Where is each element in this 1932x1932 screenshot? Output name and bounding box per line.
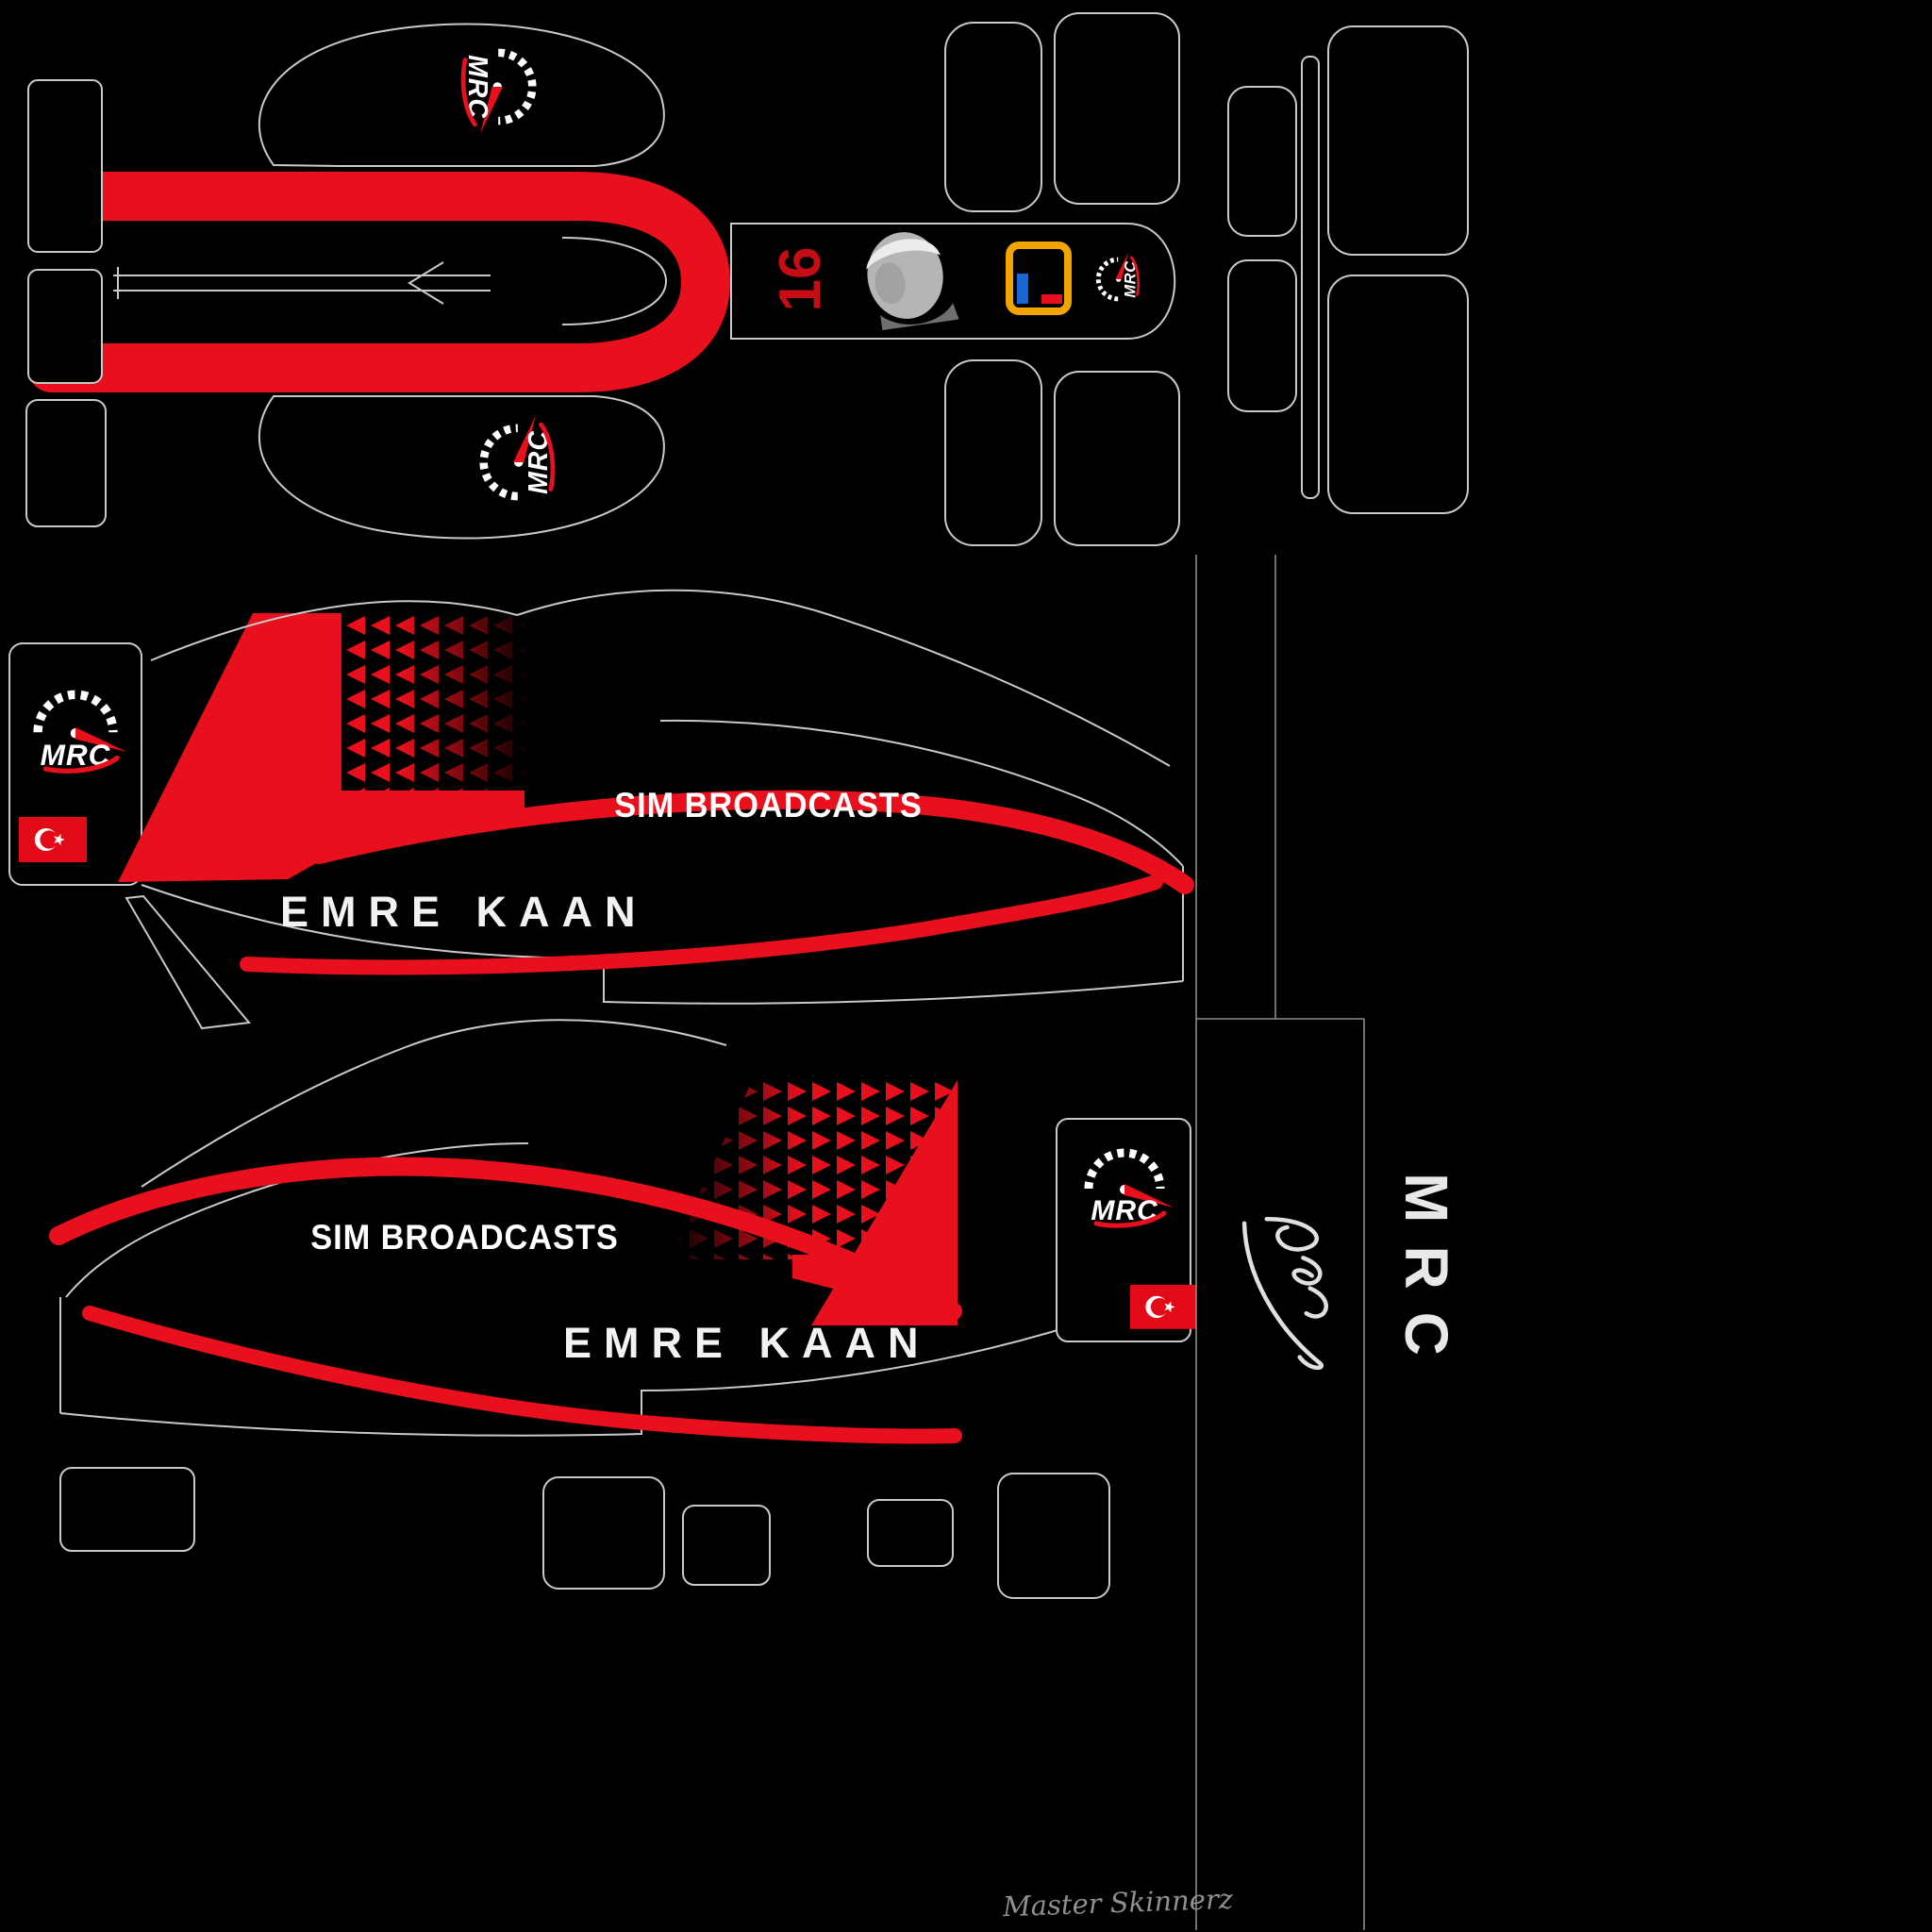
sponsor-text-lower: SIM BROADCASTS: [310, 1218, 619, 1257]
red-solid-taper: [792, 1255, 958, 1321]
cockpit-outline: [561, 237, 668, 325]
red-swoosh-upper: [309, 790, 1194, 894]
svg-text:MRC: MRC: [1122, 260, 1139, 298]
mrc-logo: MRC: [1089, 1153, 1174, 1228]
chassis-spine: [113, 267, 491, 299]
turkish-flag-icon: [19, 817, 87, 862]
floor-half-lower: [258, 395, 665, 540]
sponsor-text-upper: SIM BROADCASTS: [614, 786, 923, 824]
red-horseshoe-stripe: [27, 172, 731, 392]
car-number: 16: [767, 246, 833, 312]
side-view-lower: MRC: [49, 1019, 1197, 1599]
side-view-upper: MRC: [8, 589, 1194, 1030]
orange-frame-sponsor-logo-icon: [1006, 242, 1072, 315]
turkish-flag-icon: [1130, 1285, 1197, 1329]
floor-half-upper: [258, 23, 665, 167]
red-swoosh-lower: [240, 874, 1163, 975]
signature-script-icon: [1241, 1216, 1328, 1371]
top-view-body: MRC MRC MRC: [25, 12, 1469, 546]
ataturk-portrait-icon: [866, 232, 959, 330]
mrc-logo: MRC: [1098, 252, 1141, 299]
driver-name-upper: EMRE KAAN: [280, 888, 648, 936]
panel-outlines-mid: [125, 589, 1184, 1030]
mrc-logo: MRC: [484, 416, 556, 496]
panel-outlines-bottom: [59, 1019, 1110, 1599]
uv-grid-lines: [1195, 555, 1365, 1930]
mrc-logo: MRC: [460, 53, 532, 134]
spine-arrow: [408, 261, 444, 305]
red-swoosh-upper: [49, 1157, 962, 1321]
panel-outlines-top: [25, 12, 1469, 546]
mrc-logo: MRC: [38, 694, 127, 774]
driver-name-lower: EMRE KAAN: [563, 1319, 931, 1367]
red-swoosh-lower: [82, 1306, 962, 1444]
brand-vertical-text: MRC: [1392, 1173, 1460, 1378]
